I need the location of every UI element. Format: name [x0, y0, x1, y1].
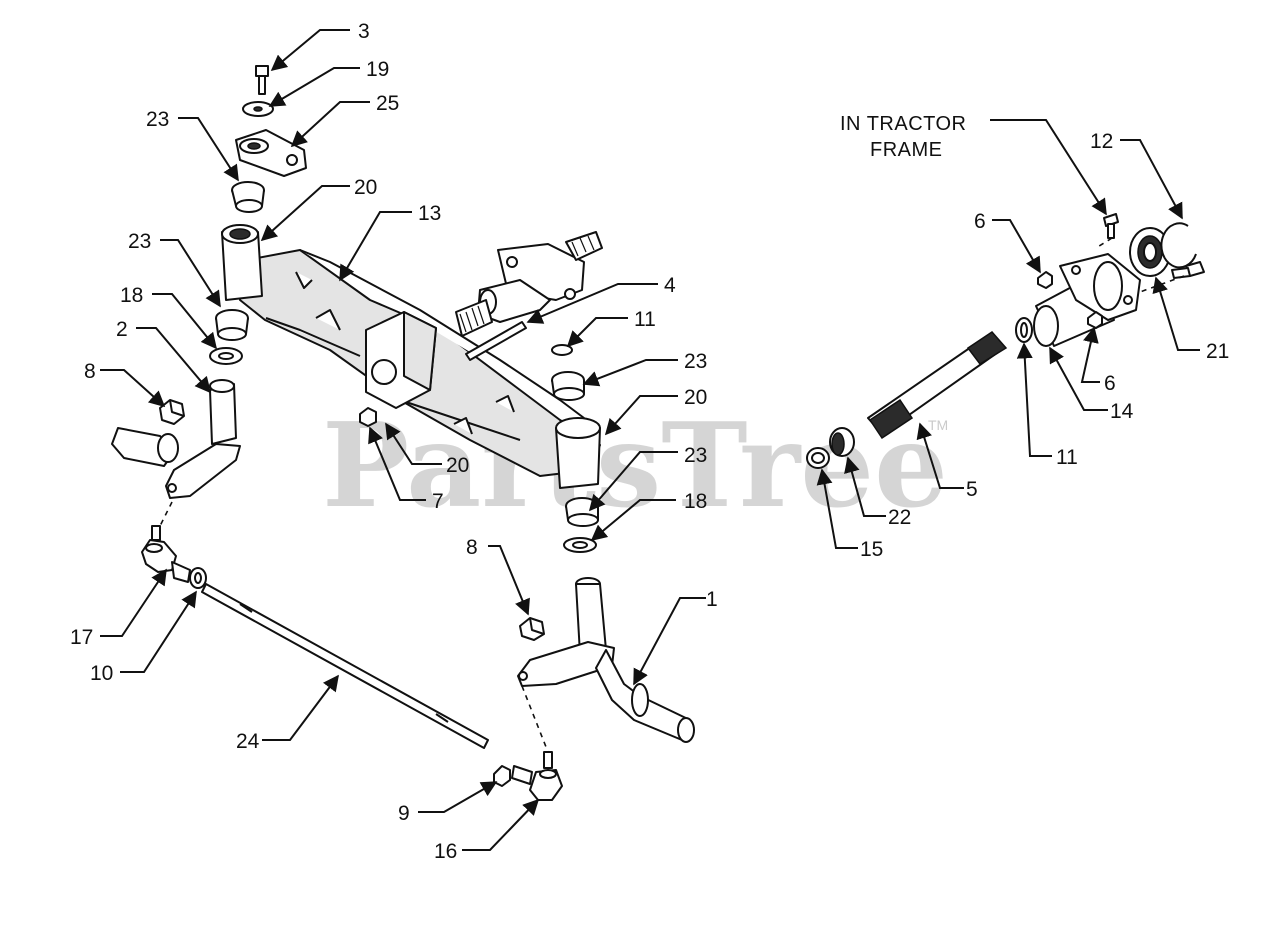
- nut-part-8-right: [519, 617, 545, 641]
- callout-17: 17: [70, 626, 93, 649]
- callout-16: 16: [434, 840, 457, 863]
- frame-note-line-1: IN TRACTOR: [840, 113, 967, 135]
- callout-22: 22: [888, 506, 911, 529]
- callout-13: 13: [418, 202, 441, 225]
- axle-pivot-left: [221, 224, 263, 301]
- callout-8-left: 8: [84, 360, 96, 383]
- nut-part-6-lower: [1087, 311, 1103, 329]
- dash-line-right: [521, 685, 549, 753]
- snap-ring-part-12: [1160, 222, 1197, 269]
- callout-5: 5: [966, 478, 978, 501]
- callout-10: 10: [90, 662, 113, 685]
- watermark: PartsTree TM: [322, 398, 948, 534]
- callout-23-upper-left: 23: [146, 108, 169, 131]
- callout-6-upper: 6: [974, 210, 986, 233]
- watermark-text: PartsTree: [322, 398, 948, 534]
- leader-lines: [100, 29, 1200, 851]
- shaft-part-5: [867, 331, 1008, 440]
- bearing-housing-part-14: [1033, 253, 1141, 347]
- callout-25: 25: [376, 92, 399, 115]
- bearing-housing-axle: [455, 231, 603, 337]
- bearing-part-21: [1129, 227, 1171, 277]
- front-axle-part-13: [235, 249, 601, 477]
- washer-part-18-left: [209, 347, 243, 365]
- callout-14: 14: [1110, 400, 1134, 423]
- spindle-part-2: [111, 379, 241, 499]
- callout-1: 1: [706, 588, 718, 611]
- washer-part-19: [242, 101, 274, 117]
- callout-23-lower-left: 23: [128, 230, 151, 253]
- dash-line-left: [159, 501, 173, 527]
- callout-20-right: 20: [684, 386, 707, 409]
- seal-part-22: [829, 427, 855, 457]
- nut-part-7: [359, 407, 377, 427]
- callout-9: 9: [398, 802, 410, 825]
- bolt-part-3: [255, 65, 269, 95]
- tie-rod-end-part-16: [511, 751, 563, 801]
- washer-part-18-right: [563, 537, 597, 553]
- callout-23-lower-right: 23: [684, 444, 707, 467]
- pin-part-4: [465, 321, 527, 361]
- steering-arm-part-25: [235, 129, 307, 177]
- callout-23-upper-right: 23: [684, 350, 707, 373]
- callout-18-left: 18: [120, 284, 143, 307]
- callout-8-right: 8: [466, 536, 478, 559]
- callout-2: 2: [116, 318, 128, 341]
- callout-15: 15: [860, 538, 883, 561]
- callout-4: 4: [664, 274, 676, 297]
- tie-rod-part-24: [201, 583, 489, 749]
- callout-21: 21: [1206, 340, 1229, 363]
- callout-7: 7: [432, 490, 444, 513]
- bushing-part-23-lower-left: [215, 309, 249, 341]
- axle-pivot-right: [555, 417, 601, 489]
- frame-note-line-2: FRAME: [870, 139, 943, 161]
- callout-11-lower: 11: [1056, 446, 1078, 469]
- callout-11-upper: 11: [634, 308, 656, 331]
- watermark-trademark: TM: [928, 417, 948, 433]
- callout-12: 12: [1090, 130, 1113, 153]
- tie-rod-end-part-17: [141, 525, 191, 583]
- callout-18-right: 18: [684, 490, 707, 513]
- clip-part-11-upper: [551, 344, 573, 356]
- nut-part-8-left: [159, 399, 185, 425]
- callout-20-center: 20: [446, 454, 469, 477]
- bushing-part-23-upper-left: [231, 181, 265, 213]
- bushing-part-23-upper-right: [551, 371, 585, 401]
- callout-19: 19: [366, 58, 389, 81]
- ring-part-15: [806, 447, 830, 469]
- callout-labels: 3 19 25 23 20 13 23 18 2 8 4 11 23 20 20…: [70, 20, 1229, 863]
- jam-nut-part-9: [493, 765, 511, 787]
- callout-20-left: 20: [354, 176, 377, 199]
- nut-part-6-upper: [1037, 271, 1053, 289]
- jam-nut-part-10: [189, 567, 207, 589]
- bushing-part-23-lower-right: [565, 497, 599, 527]
- callout-24: 24: [236, 730, 260, 753]
- spindle-part-1: [517, 577, 695, 743]
- clip-part-11-lower: [1015, 317, 1033, 343]
- callout-3: 3: [358, 20, 370, 43]
- callout-6-lower: 6: [1104, 372, 1116, 395]
